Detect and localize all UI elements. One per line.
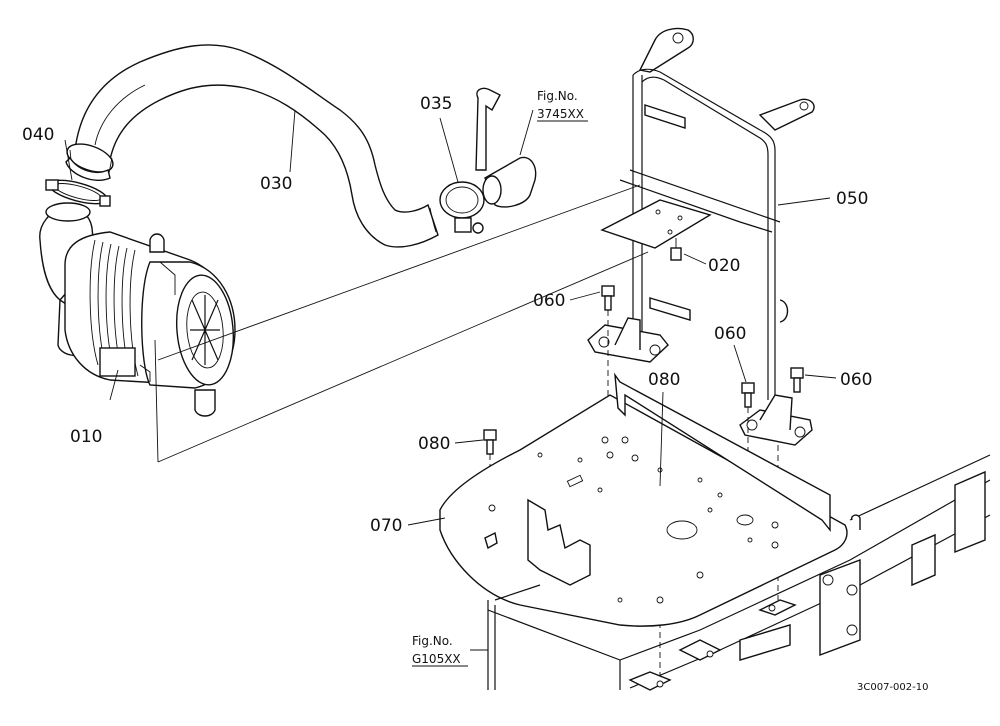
callout-060-left: 060 [533,291,565,311]
callout-070: 070 [370,516,402,536]
callout-060-right: 060 [840,370,872,390]
drawing-code: 3C007-002-10 [857,682,928,693]
lower-frame [487,454,991,691]
callout-leaders [64,109,837,651]
pipe-segment [475,87,537,208]
callout-050: 050 [836,189,868,209]
air-cleaner-010 [39,202,236,417]
callout-010: 010 [70,427,102,447]
bolt-060-a [601,285,615,440]
figure-ref-bottom-line2: G105XX [412,652,461,666]
hose-clamp-040 [45,179,111,207]
intake-hose-030 [65,44,439,248]
bolt-060-c [790,367,804,393]
callout-035: 035 [420,94,452,114]
callout-060-middle: 060 [714,324,746,344]
figure-ref-top-line1: Fig.No. [537,89,578,103]
callout-030: 030 [260,174,292,194]
plate-070 [439,372,848,627]
leader-lines-air-cleaner [154,184,649,463]
callout-080-upper: 080 [648,370,680,390]
bolt-020 [670,238,682,261]
figure-ref-top-line2: 3745XX [537,107,584,121]
callout-080-lower: 080 [418,434,450,454]
callout-020: 020 [708,256,740,276]
clamp-035 [439,181,485,234]
figure-ref-bottom-line1: Fig.No. [412,634,453,648]
callout-040: 040 [22,125,54,145]
